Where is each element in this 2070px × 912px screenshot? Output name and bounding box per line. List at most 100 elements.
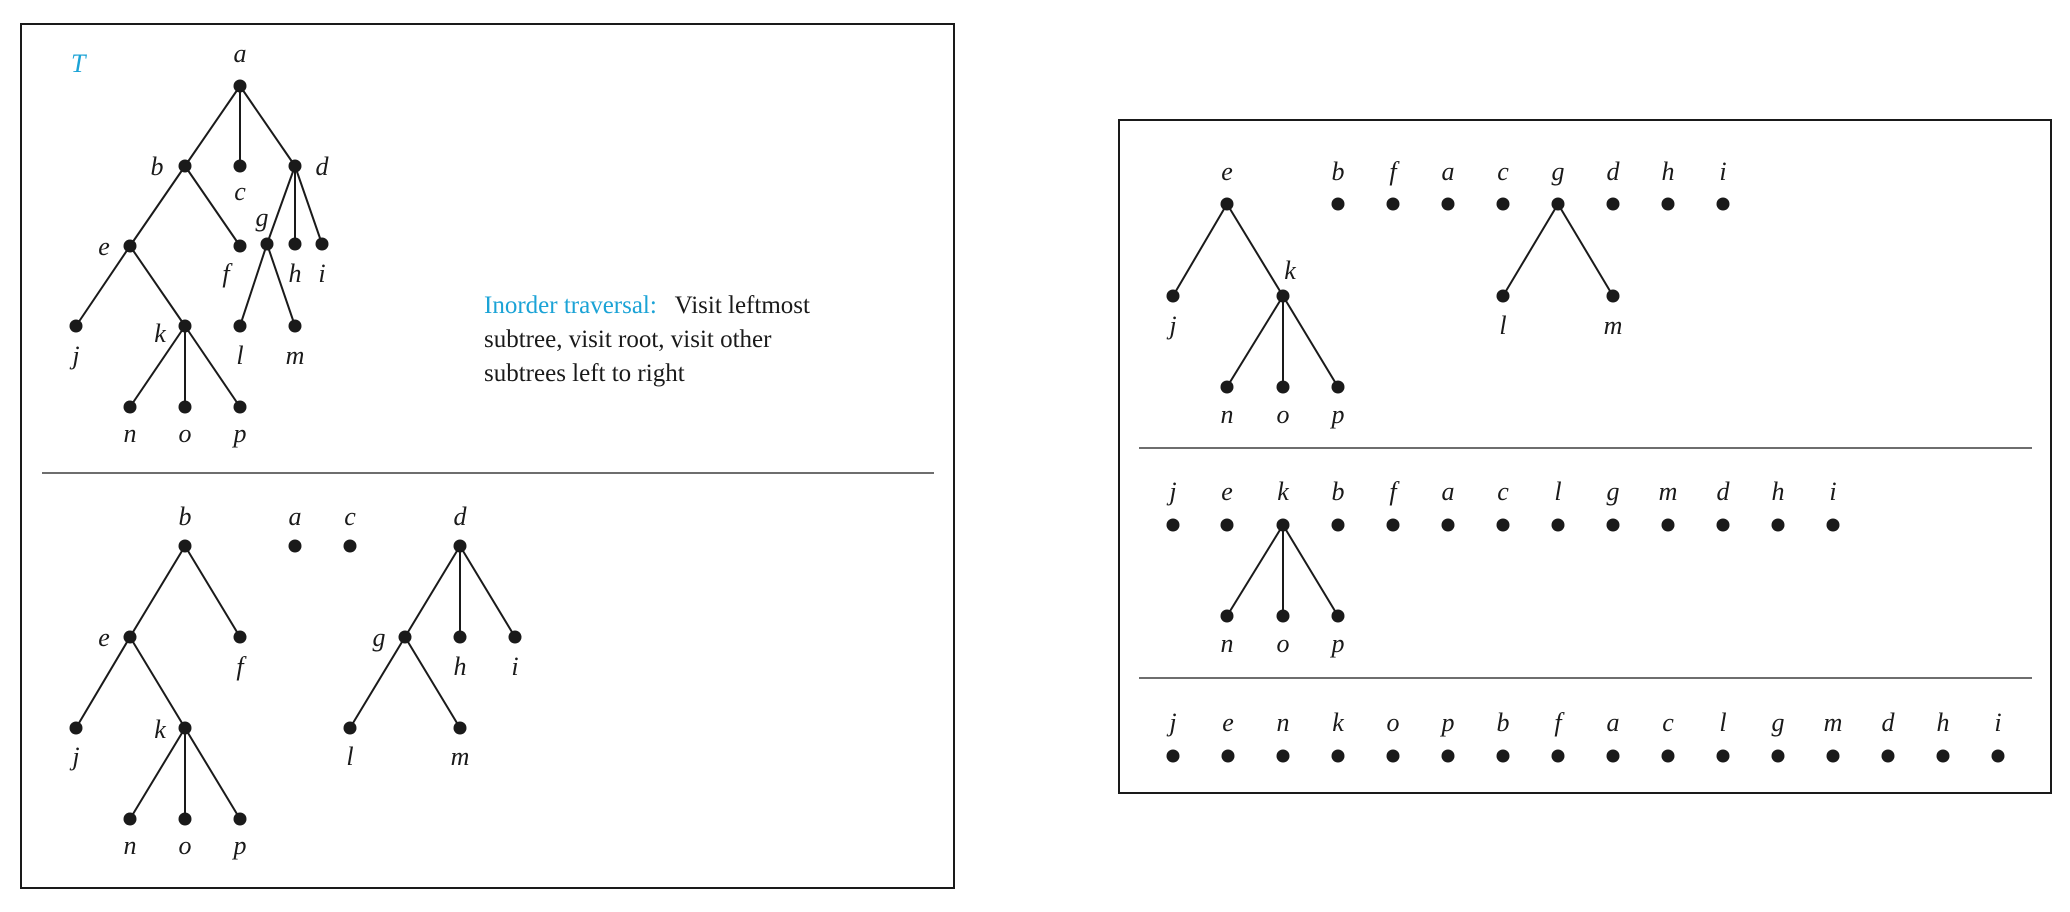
node-label-f: f — [1389, 477, 1400, 506]
node-label-h: h — [1937, 708, 1950, 737]
edge-g-m — [1557, 203, 1614, 297]
node-c — [233, 159, 247, 173]
edge-k-n — [129, 727, 186, 820]
node-label-c: c — [1497, 157, 1509, 186]
caption-heading: Inorder traversal: — [484, 292, 657, 319]
node-f — [1386, 518, 1400, 532]
node-label-e: e — [1221, 157, 1233, 186]
tree-name-label: T — [71, 49, 87, 78]
node-label-n: n — [124, 831, 137, 860]
node-m — [1661, 518, 1675, 532]
node-e — [1221, 749, 1235, 763]
edge-k-n — [129, 325, 186, 408]
node-label-m: m — [451, 742, 470, 771]
node-label-f: f — [236, 652, 247, 681]
node-label-m: m — [1604, 311, 1623, 340]
node-c — [1496, 518, 1510, 532]
caption-line-1-text: Visit leftmost — [675, 292, 810, 319]
node-label-i: i — [511, 652, 518, 681]
edge-g-l — [239, 243, 268, 327]
node-label-l: l — [1499, 311, 1506, 340]
node-i — [1826, 518, 1840, 532]
edge-g-m — [404, 636, 461, 729]
node-label-b: b — [1332, 477, 1345, 506]
edge-k-n — [1226, 524, 1284, 617]
edge-g-l — [349, 636, 406, 729]
edge-d-i — [459, 545, 516, 638]
right-panel-frame — [1118, 119, 2052, 794]
node-b — [1496, 749, 1510, 763]
node-f — [1386, 197, 1400, 211]
node-h — [1936, 749, 1950, 763]
node-label-g: g — [373, 623, 386, 652]
traversal-caption-line-3: subtrees left to right — [484, 360, 685, 387]
node-label-m: m — [286, 341, 305, 370]
node-k — [178, 319, 192, 333]
node-label-a: a — [1607, 708, 1620, 737]
node-label-i: i — [1829, 477, 1836, 506]
node-f — [233, 630, 247, 644]
node-label-e: e — [1221, 477, 1233, 506]
node-label-k: k — [1332, 708, 1344, 737]
node-a — [233, 79, 247, 93]
node-k — [1276, 518, 1290, 532]
node-o — [1386, 749, 1400, 763]
node-l — [233, 319, 247, 333]
node-label-k: k — [154, 715, 166, 744]
traversal-caption-line-2: subtree, visit root, visit other — [484, 326, 772, 353]
node-i — [1716, 197, 1730, 211]
node-label-m: m — [1659, 477, 1678, 506]
node-label-n: n — [1277, 708, 1290, 737]
node-o — [178, 812, 192, 826]
node-label-f: f — [1554, 708, 1565, 737]
node-label-e: e — [98, 623, 110, 652]
node-d — [1716, 518, 1730, 532]
edge-k-p — [1282, 524, 1339, 617]
node-k — [1276, 289, 1290, 303]
node-n — [123, 812, 137, 826]
node-label-p: p — [1440, 708, 1455, 737]
edge-d-i — [294, 165, 323, 245]
node-label-k: k — [1284, 256, 1296, 285]
edge-b-e — [129, 545, 186, 638]
node-label-d: d — [1607, 157, 1621, 186]
node-d — [1881, 749, 1895, 763]
node-f — [233, 239, 247, 253]
node-label-d: d — [316, 152, 330, 181]
node-j — [69, 721, 83, 735]
edge-a-b — [184, 85, 241, 167]
edge-e-j — [1172, 203, 1228, 297]
node-g — [398, 630, 412, 644]
node-c — [1661, 749, 1675, 763]
node-m — [1826, 749, 1840, 763]
node-label-j: j — [69, 742, 79, 771]
node-n — [1276, 749, 1290, 763]
node-a — [1441, 518, 1455, 532]
edge-k-p — [184, 325, 241, 408]
node-g — [1551, 197, 1565, 211]
node-k — [1331, 749, 1345, 763]
edge-e-j — [75, 245, 131, 327]
node-j — [69, 319, 83, 333]
node-d — [288, 159, 302, 173]
node-d — [453, 539, 467, 553]
node-label-b: b — [1497, 708, 1510, 737]
edge-k-p — [184, 727, 241, 820]
node-a — [1441, 197, 1455, 211]
node-label-o: o — [1277, 400, 1290, 429]
node-label-a: a — [1442, 477, 1455, 506]
node-label-o: o — [1277, 629, 1290, 658]
node-label-f: f — [222, 259, 233, 288]
node-label-b: b — [1332, 157, 1345, 186]
node-label-g: g — [1772, 708, 1785, 737]
node-label-h: h — [1772, 477, 1785, 506]
node-h — [453, 630, 467, 644]
node-b — [1331, 197, 1345, 211]
node-label-n: n — [1221, 629, 1234, 658]
node-label-d: d — [1882, 708, 1896, 737]
node-label-j: j — [69, 341, 79, 370]
node-a — [1606, 749, 1620, 763]
